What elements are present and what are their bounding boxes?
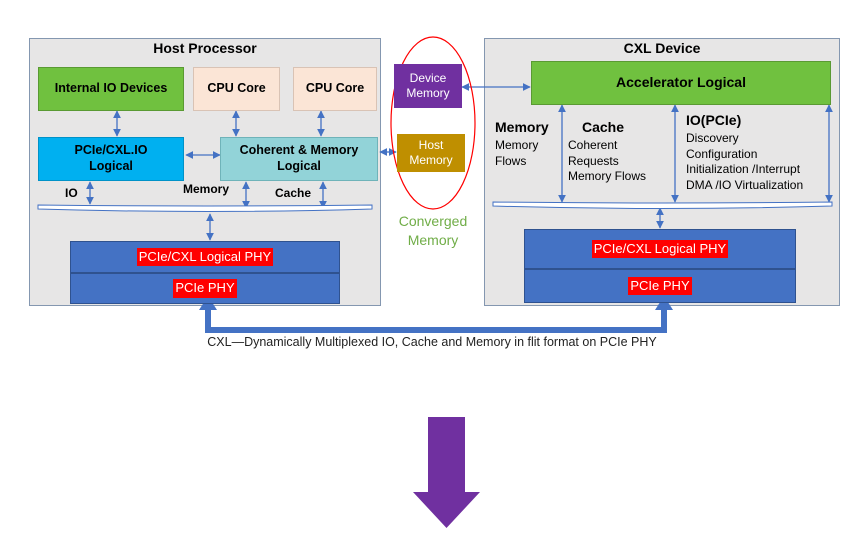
- big-down-arrow: [413, 417, 480, 528]
- internal-io-devices-box: Internal IO Devices: [38, 67, 184, 111]
- device-cache-line-2: Requests: [568, 153, 619, 168]
- device-io-flows: Discovery Configuration Initialization /…: [686, 131, 803, 193]
- host-logical-phy-box: PCIe/CXL Logical PHY: [70, 241, 340, 273]
- host-pcie-phy-box: PCIe PHY: [70, 273, 340, 304]
- host-logical-phy-label: PCIe/CXL Logical PHY: [136, 247, 274, 267]
- accelerator-logical-box: Accelerator Logical: [531, 61, 831, 105]
- converged-memory-label: Converged Memory: [390, 212, 476, 250]
- device-cache-flows: Coherent Requests Memory Flows: [568, 138, 646, 185]
- device-logical-phy-label: PCIe/CXL Logical PHY: [591, 239, 729, 259]
- device-io-line-1: Discovery: [686, 131, 739, 145]
- device-memory-line-2: Flows: [495, 153, 527, 168]
- host-io-label: IO: [65, 186, 78, 200]
- host-memory-box: Host Memory: [397, 134, 465, 172]
- host-processor-title: Host Processor: [153, 40, 257, 56]
- device-io-title: IO(PCIe): [686, 112, 742, 128]
- device-cache-title: Cache: [582, 119, 625, 135]
- coherent-memory-logical-box: Coherent & Memory Logical: [220, 137, 378, 181]
- cxl-caption: CXL—Dynamically Multiplexed IO, Cache an…: [207, 335, 657, 349]
- device-memory-box: Device Memory: [394, 64, 462, 108]
- converged-memory-ellipse: [390, 36, 476, 210]
- pcie-cxl-io-logical-label: PCIe/CXL.IO Logical: [74, 143, 148, 173]
- converged-line-2: Memory: [407, 231, 459, 248]
- device-io-line-4: DMA /IO Virtualization: [686, 177, 804, 192]
- cxl-link-line: [205, 305, 667, 333]
- host-memory-label: Memory: [183, 182, 230, 196]
- host-mux-funnel: [37, 204, 373, 212]
- cxl-link-arrowhead-right: [655, 296, 673, 310]
- device-pcie-phy-label: PCIe PHY: [628, 276, 692, 296]
- pcie-cxl-io-logical-box: PCIe/CXL.IO Logical: [38, 137, 184, 181]
- accelerator-logical-label: Accelerator Logical: [616, 74, 746, 91]
- device-memory-line-1: Memory: [495, 138, 539, 152]
- device-memory-flows: Memory Flows: [495, 138, 538, 169]
- coherent-memory-logical-label: Coherent & Memory Logical: [239, 143, 359, 173]
- device-io-line-3: Initialization /Interrupt: [686, 162, 801, 177]
- host-pcie-phy-label: PCIe PHY: [173, 279, 237, 298]
- device-mux-funnel: [492, 201, 833, 209]
- host-cache-label: Cache: [275, 186, 312, 200]
- converged-line-1: Converged: [398, 213, 468, 229]
- device-cache-line-3: Memory Flows: [568, 169, 647, 184]
- cpu-core-1-box: CPU Core: [193, 67, 280, 111]
- device-logical-phy-box: PCIe/CXL Logical PHY: [524, 229, 796, 269]
- device-memory-title: Memory: [495, 119, 549, 135]
- cpu-core-2-box: CPU Core: [293, 67, 377, 111]
- device-pcie-phy-box: PCIe PHY: [524, 269, 796, 303]
- device-io-line-2: Configuration: [686, 146, 758, 161]
- cxl-device-title: CXL Device: [623, 40, 701, 56]
- device-cache-line-1: Coherent: [568, 138, 618, 152]
